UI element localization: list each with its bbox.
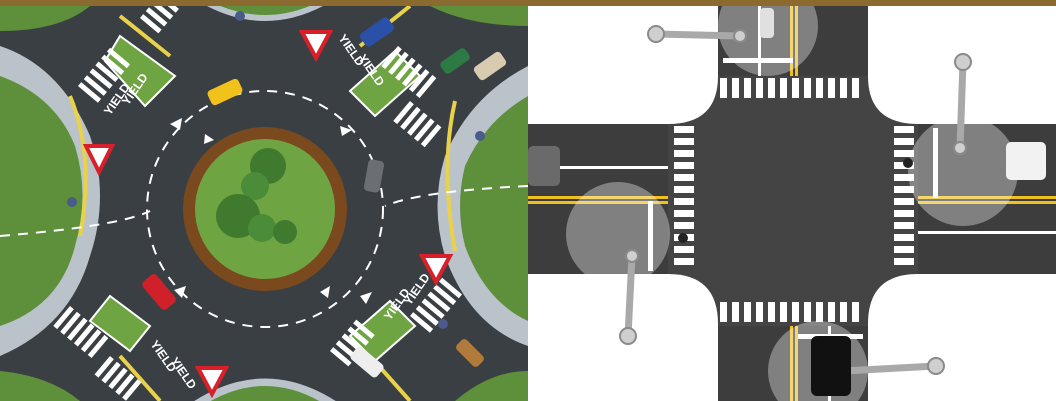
- roundabout-illustration: YIELD YIELD YIELD YIELD YIELD YIELD YIEL…: [0, 6, 528, 401]
- white-car: [1006, 142, 1046, 180]
- pedestrian: [678, 233, 688, 243]
- roundabout-panel: YIELD YIELD YIELD YIELD YIELD YIELD YIEL…: [0, 6, 528, 401]
- cyclist: [760, 8, 774, 38]
- gray-car: [528, 146, 560, 186]
- black-car: [811, 336, 851, 396]
- intersection-panel: [528, 6, 1056, 401]
- pedestrian: [903, 158, 913, 168]
- intersection-illustration: [528, 6, 1056, 401]
